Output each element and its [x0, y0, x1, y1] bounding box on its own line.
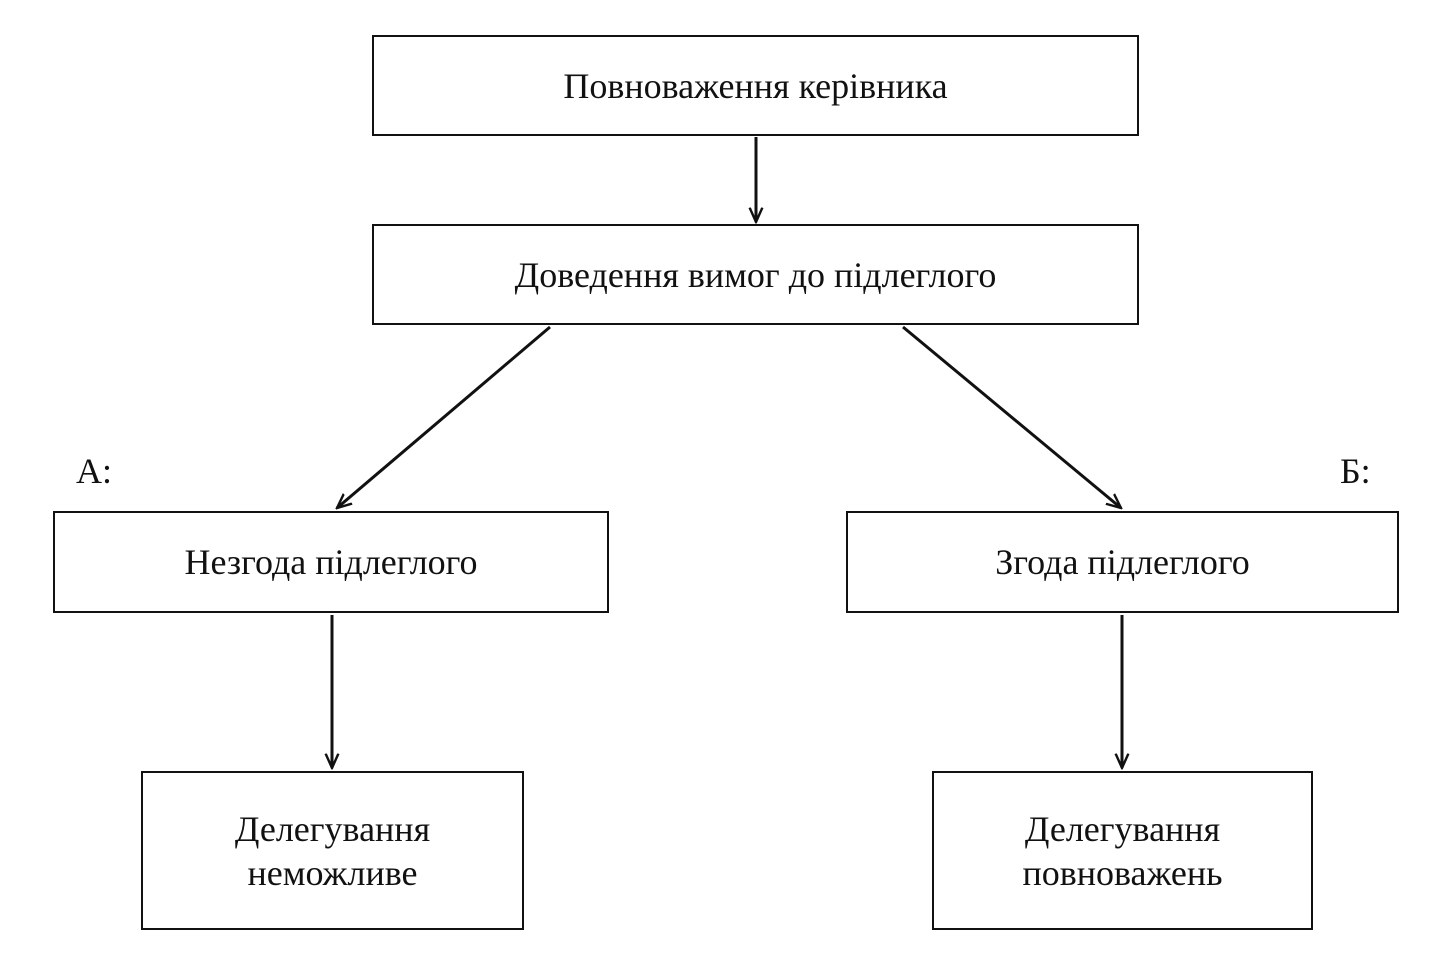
node-delegation-impossible-line-1: Делегування [234, 808, 431, 849]
node-delegation-impossible-line-2: неможливе [247, 852, 418, 893]
node-manager-authority: Повноваження керівника [372, 35, 1139, 136]
arrow-mid-to-left [337, 325, 551, 508]
node-subordinate-disagreement-label: Незгода підлеглого [184, 542, 478, 582]
node-subordinate-disagreement: Незгода підлеглого [53, 511, 609, 613]
node-delegation-of-authority: Делегування повноважень [932, 771, 1313, 930]
node-communicating-requirements-label: Доведення вимог до підлеглого [514, 254, 997, 295]
node-subordinate-agreement-label: Згода підлеглого [995, 542, 1250, 582]
arrow-mid-to-right [902, 325, 1121, 508]
node-subordinate-agreement: Згода підлеглого [846, 511, 1399, 613]
branch-label-b: Б: [1340, 451, 1371, 491]
node-delegation-of-authority-line-1: Делегування [1024, 808, 1221, 849]
node-delegation-impossible: Делегування неможливе [141, 771, 524, 930]
branch-label-a: А: [76, 451, 112, 491]
node-delegation-of-authority-line-2: повноважень [1022, 852, 1223, 893]
node-manager-authority-label: Повноваження керівника [563, 65, 948, 106]
node-communicating-requirements: Доведення вимог до підлеглого [372, 224, 1139, 325]
